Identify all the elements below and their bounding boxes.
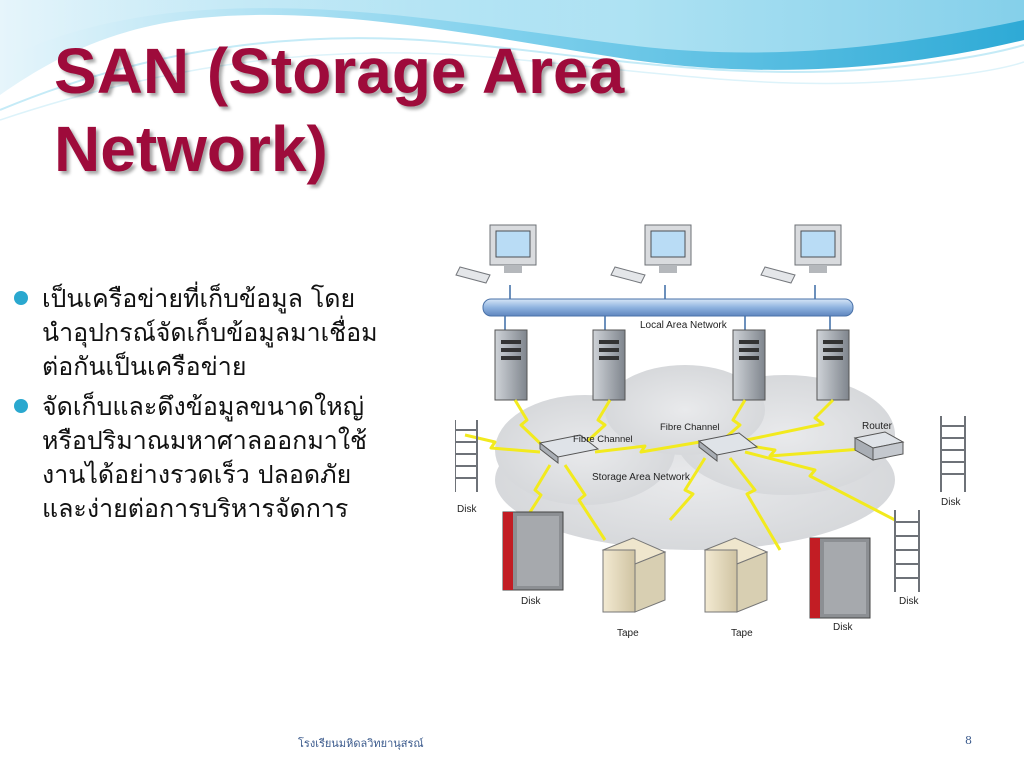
router-label: Router xyxy=(862,421,893,432)
header-wave-decoration xyxy=(0,0,1024,121)
workstation-icon xyxy=(455,224,537,284)
server-icon xyxy=(732,329,766,401)
server-icon xyxy=(592,329,626,401)
san-label: Storage Area Network xyxy=(592,472,691,483)
footer-page-number: 8 xyxy=(965,734,972,747)
disk-ladder-icon xyxy=(940,416,966,492)
disk-cabinet-icon xyxy=(809,537,871,619)
router-icon xyxy=(853,431,905,461)
bullet-dot-icon xyxy=(14,291,28,305)
tape-library-icon xyxy=(703,537,769,613)
disk-label: Disk xyxy=(833,622,853,633)
bullet-dot-icon xyxy=(14,399,28,413)
bullet-list: เป็นเครือข่ายที่เก็บข้อมูล โดยนำอุปกรณ์จ… xyxy=(14,282,384,532)
bullet-item: จัดเก็บและดึงข้อมูลขนาดใหญ่ หรือปริมาณมห… xyxy=(14,390,384,526)
lan-label: Local Area Network xyxy=(640,320,728,331)
slide-title: SAN (Storage Area Network) xyxy=(54,32,624,188)
tape-label: Tape xyxy=(731,628,753,639)
bullet-text: จัดเก็บและดึงข้อมูลขนาดใหญ่ หรือปริมาณมห… xyxy=(42,392,368,523)
lan-backbone xyxy=(482,298,854,317)
disk-label: Disk xyxy=(941,497,961,508)
bullet-text: เป็นเครือข่ายที่เก็บข้อมูล โดยนำอุปกรณ์จ… xyxy=(42,284,378,381)
disk-label: Disk xyxy=(899,596,919,607)
disk-ladder-icon xyxy=(894,510,920,592)
disk-label: Disk xyxy=(457,504,477,515)
fibre-channel-switch-icon xyxy=(538,434,600,465)
workstation-icon xyxy=(610,224,692,284)
slide-title-line1: SAN (Storage Area xyxy=(54,35,625,107)
fibre-channel-label-left: Fibre Channel xyxy=(573,434,633,445)
fibre-links xyxy=(464,398,896,551)
san-cloud xyxy=(495,365,895,550)
fibre-channel-label-right: Fibre Channel xyxy=(660,422,720,433)
bullet-item: เป็นเครือข่ายที่เก็บข้อมูล โดยนำอุปกรณ์จ… xyxy=(14,282,384,384)
disk-ladder-icon xyxy=(454,420,478,492)
disk-cabinet-icon xyxy=(502,511,564,591)
disk-label: Disk xyxy=(521,596,541,607)
slide-title-line2: Network) xyxy=(54,113,328,185)
fibre-channel-switch-icon xyxy=(697,432,759,463)
server-icon xyxy=(816,329,850,401)
footer-school-name: โรงเรียนมหิดลวิทยานุสรณ์ xyxy=(298,737,424,750)
server-icon xyxy=(494,329,528,401)
tape-label: Tape xyxy=(617,628,639,639)
tape-library-icon xyxy=(601,537,667,613)
workstation-icon xyxy=(760,224,842,284)
san-network-diagram: Local Area Network xyxy=(454,220,973,640)
